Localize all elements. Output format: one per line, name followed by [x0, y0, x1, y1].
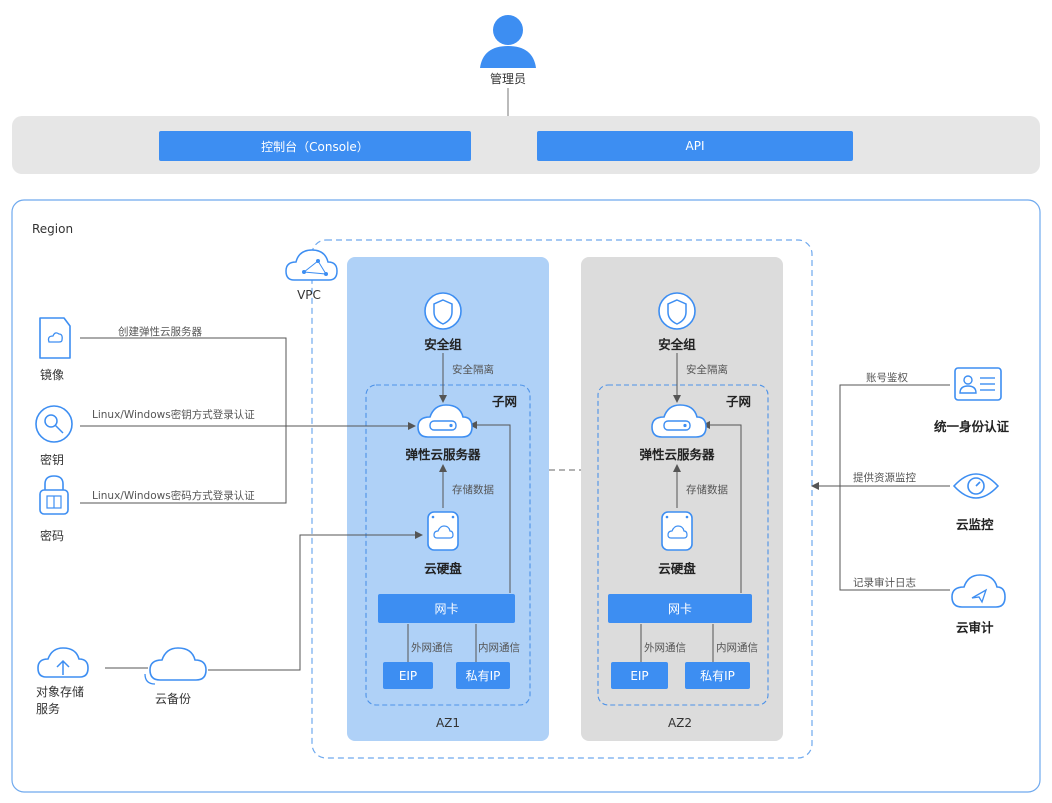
region-label: Region: [32, 222, 74, 236]
create-ecs-label: 创建弹性云服务器: [118, 326, 202, 338]
az2-disk-label: 云硬盘: [658, 561, 696, 576]
password-label: 密码: [40, 529, 65, 543]
trace-label: 记录审计日志: [853, 577, 916, 589]
pwd-login-label: Linux/Windows密码方式登录认证: [92, 490, 255, 502]
api-button[interactable]: API: [537, 131, 853, 161]
az1-ecs-label: 弹性云服务器: [405, 447, 481, 462]
key-label: 密钥: [40, 453, 65, 467]
ces-label: 云监控: [956, 517, 994, 532]
az1-internal-label: 内网通信: [478, 642, 520, 654]
az2-storage-label: 存储数据: [686, 484, 728, 496]
az2-private-ip-button[interactable]: 私有IP: [685, 662, 750, 689]
az2-security-group-label: 安全组: [658, 337, 696, 352]
console-button[interactable]: 控制台（Console）: [159, 131, 471, 161]
az1-isolation-label: 安全隔离: [452, 364, 494, 376]
az1-eip-button[interactable]: EIP: [383, 662, 433, 689]
az1-name: AZ1: [435, 716, 461, 730]
iam-label: 统一身份认证: [934, 419, 1010, 434]
image-label: 镜像: [40, 368, 65, 382]
az2-ecs-label: 弹性云服务器: [639, 447, 715, 462]
monitor-label: 提供资源监控: [853, 472, 916, 484]
admin-label: 管理员: [489, 72, 527, 86]
az2-external-label: 外网通信: [644, 642, 686, 654]
az1-private-ip-button[interactable]: 私有IP: [456, 662, 510, 689]
backup-label: 云备份: [155, 692, 192, 706]
az2-eip-button[interactable]: EIP: [611, 662, 668, 689]
az2-nic[interactable]: 网卡: [608, 594, 752, 623]
az2-internal-label: 内网通信: [716, 642, 758, 654]
az2-isolation-label: 安全隔离: [686, 364, 728, 376]
vpc-label: VPC: [297, 288, 321, 302]
az1-subnet-label: 子网: [492, 394, 518, 409]
az1-security-group-label: 安全组: [424, 337, 462, 352]
az1-storage-label: 存储数据: [452, 484, 494, 496]
auth-label: 账号鉴权: [866, 372, 908, 384]
cts-label: 云审计: [956, 620, 994, 635]
az2-subnet-label: 子网: [726, 394, 752, 409]
az1-disk-label: 云硬盘: [424, 561, 462, 576]
az1-nic[interactable]: 网卡: [378, 594, 515, 623]
object-storage-label: 对象存储 服务: [36, 685, 85, 716]
key-login-label: Linux/Windows密钥方式登录认证: [92, 409, 255, 421]
az2-name: AZ2: [667, 716, 693, 730]
az1-external-label: 外网通信: [411, 642, 453, 654]
